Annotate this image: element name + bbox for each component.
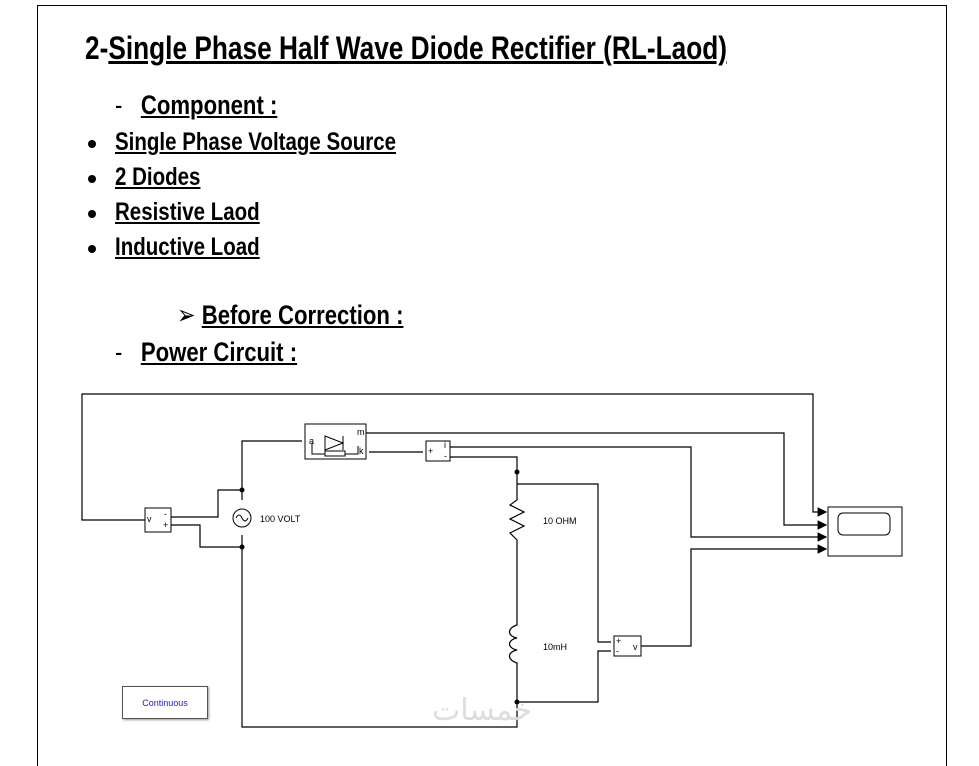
circuit-diagram: 100 VOLT m k a + i - v + - + - v 10 OHM … (81, 393, 903, 728)
svg-text:k: k (359, 446, 364, 456)
component-item: Single Phase Voltage Source (115, 128, 397, 156)
svg-text:+: + (163, 520, 168, 530)
bullet-icon (88, 140, 96, 148)
wires (81, 393, 828, 728)
svg-text:+: + (428, 446, 433, 456)
before-correction-heading: ➢ Before Correction : (177, 300, 404, 330)
svg-text:-: - (444, 451, 447, 461)
ac-voltage-source[interactable]: 100 VOLT (232, 508, 301, 528)
arrow-bullet-icon: ➢ (177, 300, 196, 330)
inductor-label: 10mH (543, 642, 567, 652)
svg-text:v: v (633, 642, 638, 652)
bullet-icon (88, 175, 96, 183)
svg-text:+: + (616, 636, 621, 646)
bullet-icon (88, 210, 96, 218)
component-item: Inductive Load (115, 233, 260, 261)
page-border (37, 5, 947, 766)
component-item: 2 Diodes (115, 163, 201, 191)
resistor-label: 10 OHM (543, 516, 577, 526)
powergui-continuous-block[interactable]: Continuous (122, 686, 208, 719)
source-label: 100 VOLT (260, 514, 301, 524)
svg-text:m: m (357, 427, 365, 437)
bullet-icon (88, 245, 96, 253)
current-measurement-block[interactable]: + i - (425, 440, 451, 462)
svg-text:i: i (444, 440, 446, 450)
source-voltage-measurement-block[interactable]: v + - (144, 507, 172, 533)
component-item: Resistive Laod (115, 198, 260, 226)
component-heading: - Component : (115, 90, 278, 120)
scope-block[interactable] (827, 506, 903, 557)
svg-text:v: v (147, 514, 152, 524)
power-circuit-heading: - Power Circuit : (115, 337, 298, 367)
svg-text:-: - (616, 646, 619, 656)
watermark: خمسات (432, 693, 533, 728)
svg-text:a: a (309, 436, 314, 446)
diode-block[interactable]: m k a (304, 423, 367, 460)
section-heading: 2-Single Phase Half Wave Diode Rectifier… (85, 30, 728, 66)
svg-text:-: - (164, 509, 167, 519)
load-voltage-measurement-block[interactable]: + - v (613, 635, 642, 657)
